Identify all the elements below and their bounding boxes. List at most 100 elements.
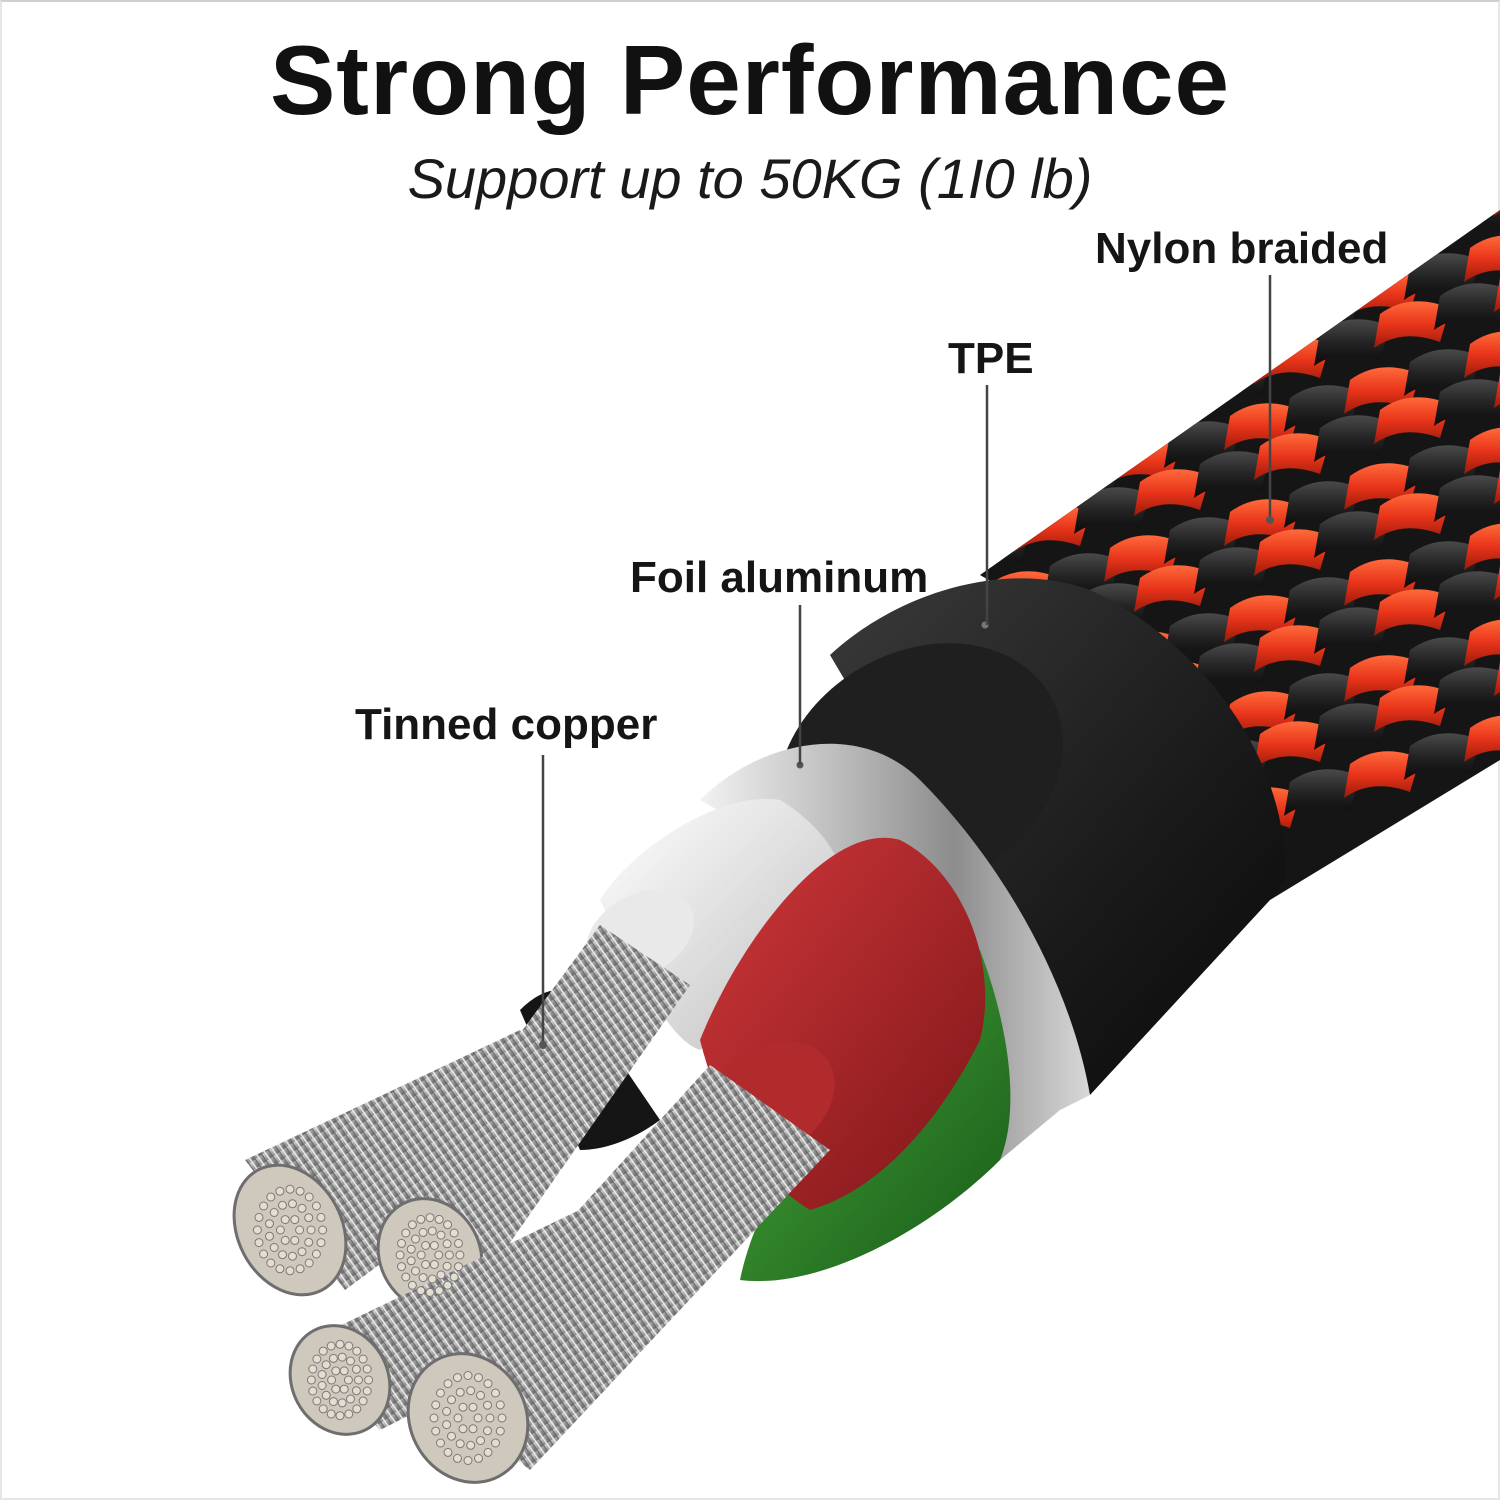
strand-end — [354, 1375, 363, 1385]
copper-callout-dot — [539, 1041, 547, 1049]
strand-end — [280, 1235, 290, 1245]
strand-end — [427, 1226, 437, 1236]
braid-red-strand — [1464, 523, 1500, 570]
strand-end — [455, 1250, 465, 1260]
callout-leader-lines — [541, 275, 1272, 1045]
strand-end — [474, 1373, 483, 1383]
braid-black-strand — [1044, 361, 1120, 408]
nylon-braided-label: Nylon braided — [1095, 224, 1389, 273]
braid-red-strand — [1374, 685, 1450, 732]
braid-red-strand — [1464, 619, 1500, 666]
strand-end — [442, 1420, 452, 1430]
strand-end — [328, 1397, 338, 1407]
page-title: Strong Performance — [269, 25, 1231, 135]
braid-black-strand — [1074, 391, 1150, 438]
braid-red-strand — [1104, 343, 1180, 390]
strand-end — [443, 1379, 453, 1389]
strand-end — [442, 1406, 452, 1416]
nylon-callout-dot — [1266, 516, 1274, 524]
strand-end — [397, 1238, 406, 1248]
strand-end — [318, 1225, 328, 1235]
strand-end — [288, 1251, 297, 1261]
strand-end — [266, 1258, 276, 1268]
braid-red-strand — [1134, 469, 1210, 516]
strand-end — [429, 1413, 439, 1423]
strand-end — [304, 1258, 314, 1268]
strand-end — [491, 1388, 500, 1398]
strand-end — [425, 1213, 435, 1223]
braid-black-strand — [1314, 607, 1390, 654]
strand-end — [483, 1447, 493, 1457]
strand-end — [449, 1228, 459, 1238]
strand-end — [463, 1371, 473, 1380]
strand-end — [458, 1402, 468, 1412]
strand-end — [362, 1386, 372, 1396]
braid-black-strand — [1404, 733, 1480, 780]
strand-end — [453, 1413, 463, 1423]
braid-red-strand — [1254, 721, 1330, 768]
braid-black-strand — [1314, 415, 1390, 462]
strand-end — [275, 1225, 285, 1235]
braid-red-strand — [984, 475, 1060, 522]
strand-end — [495, 1426, 505, 1436]
strand-end — [265, 1219, 274, 1229]
strand-end — [306, 1375, 316, 1385]
braid-red-strand — [1224, 307, 1300, 354]
strand-end — [431, 1426, 441, 1436]
braid-red-strand — [894, 445, 970, 492]
strand-end — [351, 1386, 361, 1396]
strand-end — [434, 1250, 444, 1260]
strand-end — [295, 1225, 305, 1235]
strand-end — [331, 1366, 341, 1376]
strand-end — [327, 1375, 337, 1385]
braid-black-strand — [1194, 643, 1270, 690]
braid-red-strand — [1374, 589, 1450, 636]
strand-end — [442, 1261, 452, 1271]
strand-end — [453, 1373, 462, 1383]
strand-end — [434, 1214, 444, 1224]
strand-end — [407, 1280, 417, 1290]
strand-end — [453, 1453, 462, 1463]
braid-red-strand — [1254, 625, 1330, 672]
strand-end — [304, 1213, 314, 1223]
strand-end — [497, 1413, 507, 1423]
braid-black-strand — [980, 427, 1030, 474]
strand-end — [442, 1239, 452, 1249]
strand-end — [421, 1241, 431, 1250]
strand-end — [326, 1341, 336, 1351]
braid-black-strand — [980, 397, 1000, 444]
strand-end — [311, 1201, 321, 1211]
strand-end — [468, 1424, 478, 1434]
strand-end — [421, 1260, 431, 1269]
strand-end — [401, 1272, 411, 1282]
strand-end — [449, 1272, 459, 1282]
braid-red-strand — [1464, 427, 1500, 474]
strand-end — [447, 1431, 456, 1441]
strand-end — [326, 1409, 336, 1419]
tinned-copper-label: Tinned copper — [355, 700, 658, 749]
braid-red-strand — [1134, 565, 1210, 612]
strand-end — [468, 1402, 478, 1412]
braid-black-strand — [1194, 547, 1270, 594]
strand-end — [254, 1238, 264, 1248]
strand-end — [436, 1438, 445, 1448]
strand-end — [418, 1273, 428, 1283]
strand-end — [401, 1228, 411, 1238]
strand-end — [463, 1456, 473, 1465]
strand-end — [431, 1400, 441, 1410]
braid-red-strand — [984, 379, 1060, 426]
braid-black-strand — [1194, 451, 1270, 498]
strand-end — [344, 1341, 354, 1351]
strand-end — [290, 1215, 300, 1225]
strand-end — [328, 1353, 338, 1363]
strand-end — [317, 1370, 327, 1379]
strand-end — [269, 1208, 279, 1217]
braid-black-strand — [1314, 319, 1390, 366]
strand-end — [476, 1436, 485, 1446]
strand-end — [288, 1199, 297, 1209]
strand-end — [416, 1214, 426, 1224]
braid-red-strand — [1494, 0, 1500, 24]
strand-end — [344, 1409, 354, 1419]
braid-black-strand — [1434, 571, 1500, 618]
strand-end — [455, 1387, 465, 1397]
